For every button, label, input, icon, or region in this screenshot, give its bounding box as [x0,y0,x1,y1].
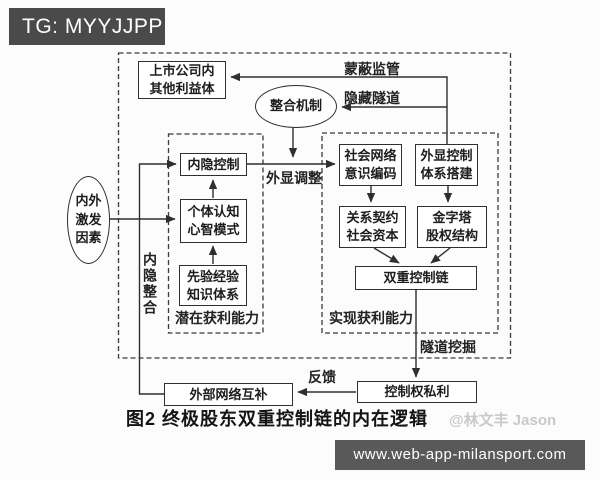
label-implicit-integration: 内隐整合 [142,252,158,316]
figure-caption: 图2 终极股东双重控制链的内在逻辑 [126,409,429,429]
label-feedback: 反馈 [308,369,336,385]
author-watermark: @林文丰 Jason [449,412,557,429]
node-internal-external-stimulus: 内外 激发 因素 [67,176,110,264]
label-realized-profit-ability: 实现获利能力 [329,310,413,326]
node-control-private-benefit: 控制权私利 [357,381,477,403]
label-explicit-adjustment: 外显调整 [266,170,322,186]
node-prior-knowledge-system: 先验经验 知识体系 [179,265,247,306]
outer-dashed-boundary [117,52,512,359]
label-potential-profit-ability: 潜在获利能力 [175,310,259,326]
node-listed-company-stakeholders: 上市公司内 其他利益体 [138,61,226,99]
potential-ability-dashed-box [167,133,264,334]
node-pyramid-equity-structure: 金字塔 股权结构 [417,206,487,248]
arrow-pyramid-to-dualchain [430,247,451,264]
node-implicit-control: 内隐控制 [180,153,247,176]
label-tunneling: 隧道挖掘 [420,339,476,355]
arrow-deceive-regulation [230,72,448,144]
node-external-network-complement: 外部网络互补 [164,383,293,406]
tg-watermark-badge: TG: MYYJJPP [9,8,165,45]
site-url-watermark-bar: www.web-app-milansport.com [335,440,585,470]
node-explicit-control-system: 外显控制 体系搭建 [415,144,478,186]
arrow-feedback-loop-to-implicit [138,159,177,395]
node-social-network-coding: 社会网络 意识编码 [339,144,402,186]
node-relational-social-capital: 关系契约 社会资本 [339,206,406,248]
node-cognitive-mental-model: 个体认知 心智模式 [180,199,247,243]
label-deceive-regulation: 蒙蔽监管 [344,61,400,77]
realized-ability-dashed-box [321,132,499,334]
node-dual-control-chain: 双重控制链 [355,266,477,290]
node-integration-mechanism: 整合机制 [255,85,337,128]
arrow-relational-to-dualchain [373,247,400,264]
label-hidden-tunnel: 隐藏隧道 [344,90,400,106]
